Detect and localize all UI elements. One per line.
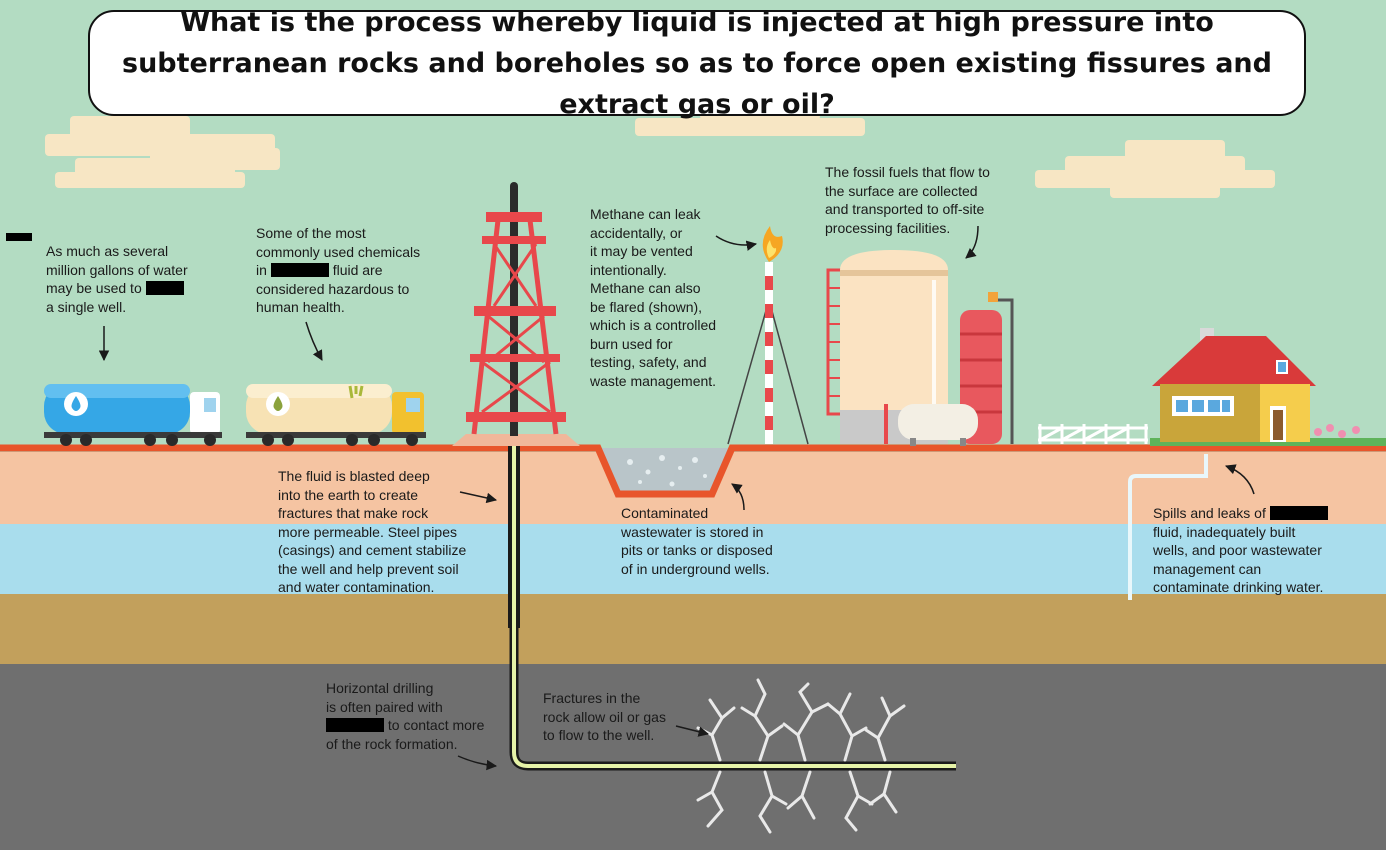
note-methane: Methane can leak accidentally, or it may… — [590, 206, 717, 389]
callout-arrows — [98, 225, 1255, 771]
fence — [1038, 424, 1148, 444]
note-fluid-blasted: The fluid is blasted deep into the earth… — [278, 468, 467, 595]
pit-bubbles — [627, 455, 707, 487]
cloud-left — [45, 116, 280, 188]
ground-surface-line — [0, 444, 1386, 498]
redaction-box — [326, 718, 384, 732]
note-chemicals: Some of the most commonly used chemicals… — [256, 225, 421, 315]
note-horizontal-drilling: Horizontal drilling is often paired with… — [326, 680, 485, 752]
redaction-mark — [6, 233, 32, 241]
note-fossil-fuels: The fossil fuels that flow to the surfac… — [825, 164, 990, 236]
redaction-box — [270, 263, 329, 277]
flowers — [1314, 424, 1360, 438]
redaction-box — [1269, 506, 1328, 520]
rock-layer — [0, 664, 1386, 850]
drinking-water-pipe — [1128, 454, 1208, 600]
drilling-rig — [452, 182, 580, 446]
note-spills: Spills and leaks of fluid, inadequately … — [1153, 504, 1328, 597]
chemical-tanker-truck — [246, 384, 426, 446]
note-fractures: Fractures in the rock allow oil or gas t… — [543, 690, 666, 743]
note-wastewater: Contaminated wastewater is stored in pit… — [621, 505, 773, 577]
redaction-box — [145, 281, 184, 295]
note-water: As much as several million gallons of wa… — [46, 243, 188, 315]
well-pipe — [508, 446, 956, 771]
question-text: What is the process whereby liquid is in… — [122, 6, 1272, 120]
house — [1152, 328, 1316, 442]
aquifer-layer — [0, 524, 1386, 594]
flare-stack — [727, 226, 809, 445]
cloud-right — [1035, 140, 1275, 198]
processing-facility — [826, 250, 1014, 446]
sand-layer — [0, 594, 1386, 664]
question-title-box: What is the process whereby liquid is in… — [88, 7, 1306, 120]
water-tanker-truck — [44, 384, 222, 446]
